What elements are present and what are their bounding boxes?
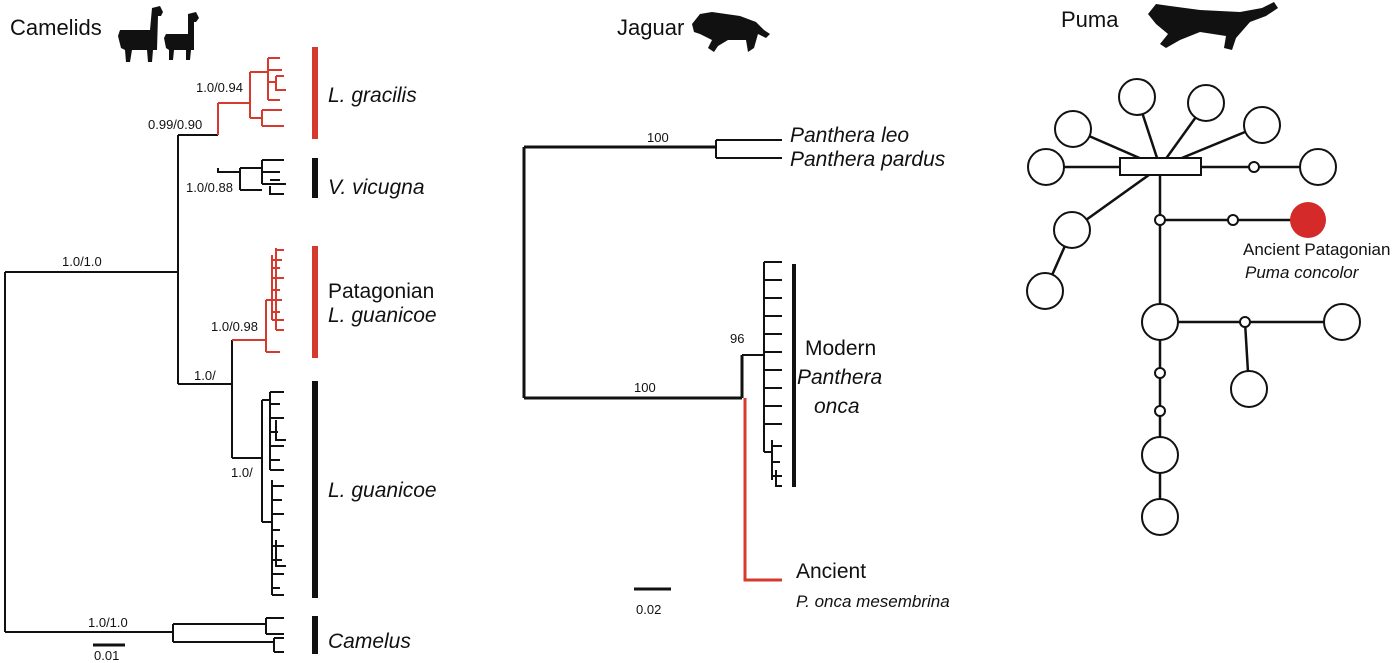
support-jaguar-root: 100 [634, 380, 656, 395]
puma-title: Puma [1061, 7, 1119, 32]
median-vector [1227, 214, 1239, 226]
puma-icon [1148, 2, 1278, 50]
taxon-ancient-line1: Ancient [796, 560, 866, 583]
median-vector [1248, 161, 1260, 173]
clade-bar-patagonian [312, 246, 318, 358]
haplotype-node [1054, 110, 1092, 148]
support-patagonian: 1.0/0.98 [211, 319, 258, 334]
haplotype-network-nodes [1026, 78, 1361, 536]
haplotype-node [1187, 84, 1225, 122]
haplotype-node [1026, 272, 1064, 310]
clade-bar-gracilis [312, 47, 318, 139]
taxon-pardus: Panthera pardus [790, 148, 946, 171]
camelids-panel: Camelids [4, 6, 437, 663]
taxon-patagonian-line1: Patagonian [328, 280, 434, 303]
haplotype-node [1230, 370, 1268, 408]
clade-bar-modern [792, 264, 796, 487]
taxon-guanicoe: L. guanicoe [328, 479, 437, 502]
taxon-vicugna: V. vicugna [328, 176, 425, 199]
median-vector [1154, 214, 1166, 226]
support-root: 1.0/1.0 [62, 254, 102, 269]
jaguar-title: Jaguar [617, 15, 684, 40]
support-gracilis: 1.0/0.94 [196, 80, 243, 95]
haplotype-node [1243, 106, 1281, 144]
jaguar-tree [522, 139, 782, 582]
haplotype-node [1141, 498, 1179, 536]
ancient-haplotype-node [1290, 202, 1326, 238]
haplotype-node [1053, 211, 1091, 249]
clade-bar-vicugna [312, 158, 318, 198]
camelids-title: Camelids [10, 15, 102, 40]
median-vector [1154, 405, 1166, 417]
support-main: 0.99/0.90 [148, 117, 202, 132]
ancient-puma-label-line2: Puma concolor [1245, 263, 1360, 282]
clade-bar-camelus [312, 616, 318, 654]
median-vector [1239, 316, 1251, 328]
camelid-tree [4, 57, 286, 653]
haplotype-node [1141, 303, 1179, 341]
taxon-leo: Panthera leo [790, 124, 909, 147]
support-jaguar-outgroup: 100 [647, 130, 669, 145]
support-vicugna: 1.0/0.88 [186, 180, 233, 195]
taxon-modern-line2: Panthera [797, 366, 882, 389]
taxon-patagonian-line2: L. guanicoe [328, 304, 437, 327]
taxon-gracilis: L. gracilis [328, 84, 417, 107]
clade-bar-guanicoe [312, 381, 318, 598]
median-vector [1154, 367, 1166, 379]
scale-label-jaguar: 0.02 [636, 602, 661, 617]
haplotype-hub [1119, 157, 1202, 176]
taxon-ancient-line2: P. onca mesembrina [796, 592, 950, 611]
haplotype-node [1323, 303, 1361, 341]
alpaca-icon [164, 12, 199, 60]
jaguar-icon [692, 12, 770, 52]
jaguar-panel: Jaguar 100 100 96 Panthera leo Panthera … [522, 12, 950, 617]
haplotype-node [1299, 148, 1337, 186]
llama-icon [118, 6, 163, 62]
taxon-modern-line1: Modern [805, 337, 876, 360]
support-jaguar-modern: 96 [730, 331, 744, 346]
puma-panel: Puma [1026, 2, 1390, 536]
support-guanicoe-inner: 1.0/ [231, 465, 253, 480]
ancient-puma-label-line1: Ancient Patagonian [1243, 240, 1390, 259]
taxon-camelus: Camelus [328, 630, 411, 653]
haplotype-node [1027, 148, 1065, 186]
support-camelus: 1.0/1.0 [88, 615, 128, 630]
scale-label-camelids: 0.01 [94, 648, 119, 663]
support-guanicoe-clade: 1.0/ [194, 368, 216, 383]
taxon-modern-line3: onca [814, 395, 860, 418]
haplotype-node [1118, 78, 1156, 116]
haplotype-node [1141, 436, 1179, 474]
